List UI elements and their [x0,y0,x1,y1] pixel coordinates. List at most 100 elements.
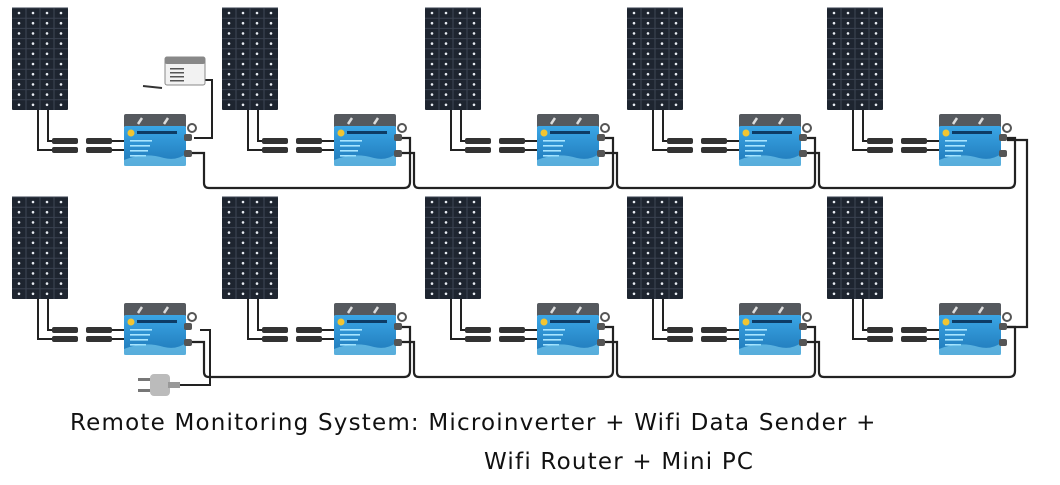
mc4-connector [296,336,322,342]
mc4-connector [262,327,288,333]
mc4-connector [52,138,78,144]
mc4-connector [86,336,112,342]
panel-lead [862,299,867,331]
solar-panel-icon [425,7,481,110]
panel-lead [862,110,867,142]
mc4-connector [901,327,927,333]
mc4-connector [701,138,727,144]
ac-trunk-cable [605,325,817,379]
panel-lead [852,299,867,340]
panel-lead [247,299,262,340]
solar-panel-icon [425,196,481,299]
panel-lead [247,110,262,151]
system-diagram [12,7,1029,396]
panel-lead [460,299,465,331]
antenna [142,85,163,89]
solar-panel-icon [827,196,883,299]
microinverter-icon [537,303,610,355]
mc4-connector [262,138,288,144]
mc4-connector [296,147,322,153]
mc4-connector [465,138,491,144]
panel-lead [662,110,667,142]
data-sender-cable [194,79,213,139]
microinverter-icon [124,114,197,166]
ac-trunk-cable [807,136,1017,190]
solar-panel-icon [12,196,68,299]
panel-lead [47,299,52,331]
ac-plug-icon [138,374,180,396]
microinverter-icon [739,303,812,355]
solar-unit [12,196,197,355]
microinverter-icon [939,114,1012,166]
mc4-connector [52,327,78,333]
panel-lead [852,110,867,151]
mc4-connector [499,327,525,333]
panel-lead [37,110,52,151]
mc4-connector [499,147,525,153]
solar-panel-icon [627,196,683,299]
panel-lead [450,110,465,151]
mc4-connector [499,336,525,342]
mc4-connector [52,147,78,153]
mc4-connector [465,327,491,333]
ac-trunk-cable [807,325,1017,379]
mc4-connector [901,147,927,153]
mc4-connector [701,327,727,333]
solar-panel-icon [827,7,883,110]
panel-lead [37,299,52,340]
mc4-connector [867,147,893,153]
panel-lead [450,299,465,340]
solar-unit [627,7,812,166]
solar-unit [425,7,610,166]
solar-unit [222,196,407,355]
extras [138,56,206,396]
solar-panel-icon [627,7,683,110]
panel-lead [652,299,667,340]
ac-trunk-cable [402,325,615,379]
mc4-connector [667,327,693,333]
microinverter-icon [537,114,610,166]
solar-panel-icon [12,7,68,110]
ac-trunk-cable [402,136,615,190]
mc4-connector [465,147,491,153]
panel-lead [47,110,52,142]
mc4-connector [901,138,927,144]
caption-line-1: Remote Monitoring System: Microinverter … [70,410,877,436]
wifi-data-sender-icon [142,56,206,89]
mc4-connector [86,138,112,144]
mc4-connector [465,336,491,342]
mc4-connector [499,138,525,144]
solar-panel-icon [222,7,278,110]
ac-trunk-cable [192,136,412,190]
solar-unit [222,7,407,166]
ac-plug-cable [168,329,211,386]
ac-trunk-cable [605,136,817,190]
mc4-connector [296,138,322,144]
panel-lead [257,110,262,142]
mc4-connector [701,336,727,342]
microinverter-icon [334,114,407,166]
units [12,7,1012,355]
mc4-connector [667,336,693,342]
mc4-connector [667,138,693,144]
ac-trunk-cable [192,325,412,379]
solar-unit [425,196,610,355]
caption-line-2: Wifi Router + Mini PC [484,449,755,475]
mc4-connector [901,336,927,342]
cables [168,79,1029,386]
solar-unit [827,196,1012,355]
microinverter-icon [739,114,812,166]
panel-lead [652,110,667,151]
mc4-connector [867,327,893,333]
mc4-connector [296,327,322,333]
mc4-connector [867,138,893,144]
row-link-cable [1007,138,1029,329]
microinverter-icon [334,303,407,355]
panel-lead [662,299,667,331]
mc4-connector [867,336,893,342]
mc4-connector [86,147,112,153]
microinverter-icon [939,303,1012,355]
solar-unit [627,196,812,355]
panel-lead [257,299,262,331]
solar-panel-icon [222,196,278,299]
